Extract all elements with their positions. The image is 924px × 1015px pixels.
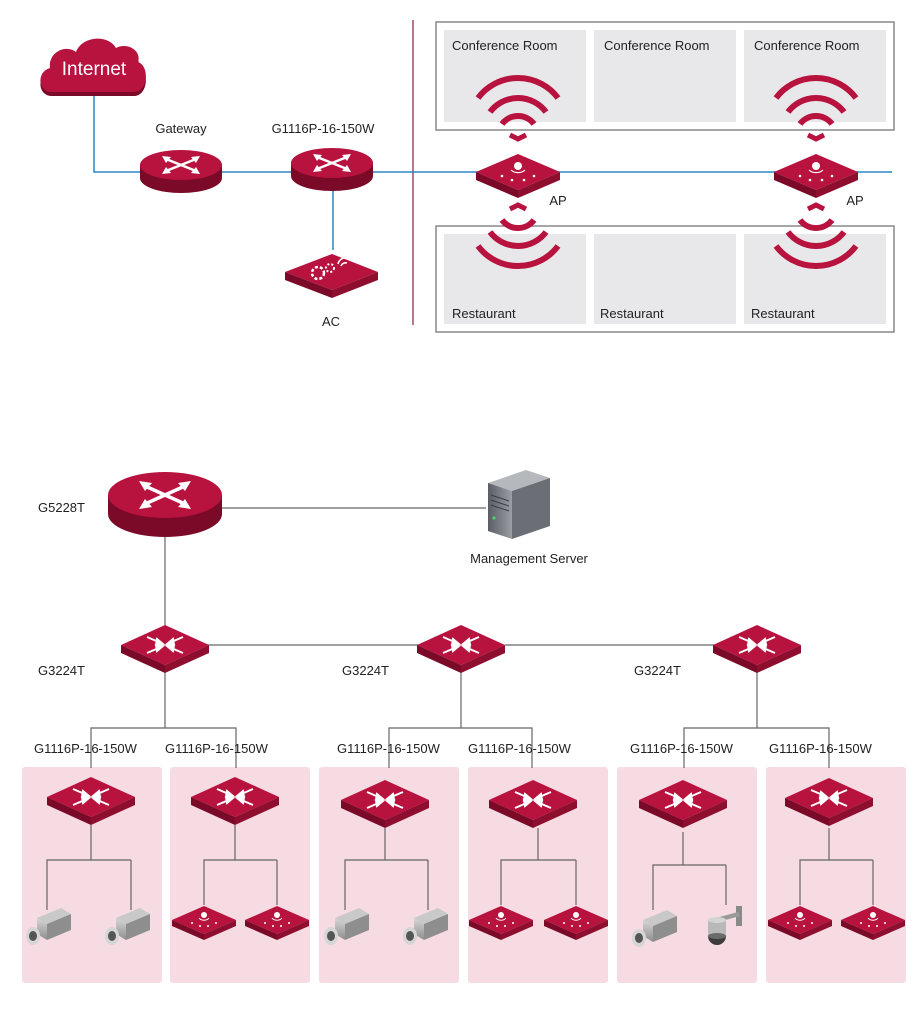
dome-camera-icon	[708, 906, 742, 945]
internet-cloud-icon: Internet	[40, 38, 146, 96]
bottom-section: G5228T Management Server	[22, 470, 906, 983]
aggregation-switch-label: G3224T	[634, 663, 681, 678]
aggregation-switch-label: G3224T	[38, 663, 85, 678]
restaurant-group	[435, 225, 895, 333]
camera-icon	[632, 910, 677, 947]
camera-icon	[26, 908, 71, 945]
restaurant-label: Restaurant	[452, 306, 516, 321]
conference-room-label: Conference Room	[604, 38, 710, 53]
wifi-signal-icon	[475, 75, 561, 269]
gateway-router-icon	[140, 150, 222, 193]
access-switch-icon	[191, 777, 279, 825]
access-switch-label: G1116P-16-150W	[769, 741, 873, 756]
ac-label: AC	[322, 314, 340, 329]
access-switch-label: G1116P-16-150W	[34, 741, 138, 756]
camera-icon	[403, 908, 448, 945]
access-switch-label: G1116P-16-150W	[468, 741, 572, 756]
access-controller-icon	[285, 254, 378, 298]
bottom-links	[46, 507, 874, 910]
internet-label: Internet	[62, 59, 127, 80]
access-switch-icon	[785, 778, 873, 826]
restaurant-panel	[744, 234, 886, 324]
restaurant-label: Restaurant	[600, 306, 664, 321]
ap-label: AP	[846, 193, 863, 208]
top-section: Conference Room Conference Room Conferen…	[40, 20, 895, 333]
core-router-icon	[108, 472, 222, 537]
conference-room-group	[435, 21, 895, 131]
aggregation-switch-icon	[417, 625, 505, 673]
access-point-icon	[469, 906, 533, 940]
access-point-icon	[774, 154, 858, 198]
access-point-icon	[544, 906, 608, 940]
ap-label: AP	[549, 193, 566, 208]
core-switch-label: G1116P-16-150W	[272, 121, 376, 136]
access-switch-label: G1116P-16-150W	[337, 741, 441, 756]
access-switch-icon	[341, 780, 429, 828]
access-switch-label: G1116P-16-150W	[165, 741, 269, 756]
conference-room-panel	[594, 30, 736, 122]
aggregation-switch-icon	[121, 625, 209, 673]
access-point-icon	[172, 906, 236, 940]
server-icon	[488, 470, 550, 539]
aggregation-switch-icon	[713, 625, 801, 673]
core-router-label: G5228T	[38, 500, 85, 515]
top-links	[93, 88, 892, 250]
conference-room-label: Conference Room	[452, 38, 558, 53]
conference-room-label: Conference Room	[754, 38, 860, 53]
access-switch-icon	[47, 777, 135, 825]
access-zones	[22, 767, 906, 983]
access-point-icon	[476, 154, 560, 198]
restaurant-label: Restaurant	[751, 306, 815, 321]
access-point-icon	[841, 906, 905, 940]
gateway-label: Gateway	[155, 121, 207, 136]
aggregation-switch-label: G3224T	[342, 663, 389, 678]
wifi-signal-icon	[773, 75, 859, 269]
server-label: Management Server	[470, 551, 588, 566]
restaurant-panel	[444, 234, 586, 324]
camera-icon	[105, 908, 150, 945]
core-switch-icon	[291, 148, 373, 191]
camera-icon	[324, 908, 369, 945]
restaurant-panel	[594, 234, 736, 324]
access-switch-label: G1116P-16-150W	[630, 741, 734, 756]
access-point-icon	[768, 906, 832, 940]
access-switch-icon	[489, 780, 577, 828]
access-point-icon	[245, 906, 309, 940]
access-switch-icon	[639, 780, 727, 828]
